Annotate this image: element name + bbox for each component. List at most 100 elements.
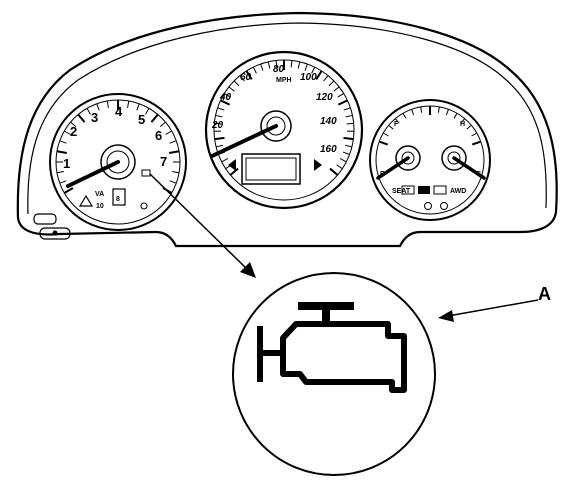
tach-number: 4 xyxy=(115,104,123,119)
magnified-view-circle xyxy=(232,272,436,476)
gauge-tick xyxy=(420,106,423,113)
gauge-tick xyxy=(239,75,245,82)
status-label: AWD xyxy=(450,188,466,195)
status-label: SEAT xyxy=(392,188,411,195)
gauge-tick xyxy=(136,103,140,111)
gauge-tick xyxy=(106,100,109,108)
tach-number: 7 xyxy=(160,154,167,169)
gauge-tick xyxy=(466,124,472,130)
gauge-tick xyxy=(150,113,159,123)
gauge-tick xyxy=(56,150,67,154)
speed-number: 40 xyxy=(219,92,232,103)
gauge-tick xyxy=(333,86,340,92)
speedometer-ticks xyxy=(214,60,354,176)
temp-label: H xyxy=(460,121,465,128)
gauge-tick xyxy=(214,136,225,141)
gauge-tick xyxy=(159,121,166,128)
gauge-tick xyxy=(96,103,100,111)
gauge-tick xyxy=(220,99,231,106)
gauge-tick xyxy=(337,99,348,106)
gauge-tick xyxy=(388,124,394,130)
odometer-display xyxy=(241,153,301,185)
gauge-tick xyxy=(311,66,316,74)
speed-number: 20 xyxy=(211,120,224,131)
gauge-tick xyxy=(221,158,229,163)
warning-triangle-icon xyxy=(78,194,94,207)
gauge-tick xyxy=(346,122,354,125)
callout-arrowhead xyxy=(438,310,454,322)
cluster-housing xyxy=(16,11,558,248)
tach-number: 1 xyxy=(63,156,70,171)
gauge-tick xyxy=(329,167,339,176)
fuel-temp-ticks xyxy=(378,106,482,146)
speed-unit: MPH xyxy=(276,77,292,84)
gauge-tick xyxy=(315,70,323,80)
gauge-tick xyxy=(169,150,180,154)
gauge-tick xyxy=(59,180,67,184)
gauge-tick xyxy=(345,114,353,118)
tach-number: 2 xyxy=(70,124,77,139)
gauge-tick xyxy=(453,112,458,119)
fuel-label: F xyxy=(394,121,399,128)
gauge-tick xyxy=(77,113,86,123)
gauge-tick xyxy=(339,158,347,163)
gauge-tick xyxy=(343,107,351,111)
gauge-tick xyxy=(214,122,222,125)
gauge-tick xyxy=(145,108,150,115)
tachometer: 1 2 3 4 5 6 7 VA 8 10 xyxy=(49,93,187,231)
speed-number: 60 xyxy=(240,72,252,83)
tach-number: 3 xyxy=(91,110,98,125)
gauge-tick xyxy=(304,63,308,71)
check-engine-icon xyxy=(257,302,407,393)
gauge-tick xyxy=(86,108,91,115)
gauge-tick xyxy=(260,63,264,71)
gauge-tick xyxy=(217,107,225,111)
callout-leader xyxy=(447,299,539,317)
gauge-tick xyxy=(229,167,239,176)
gauge-tick xyxy=(228,86,235,92)
gauge-tick xyxy=(169,140,177,144)
leader-line xyxy=(149,173,249,271)
speed-number: 120 xyxy=(316,92,333,103)
gauge-tick xyxy=(343,136,354,141)
tach-needle xyxy=(66,160,120,188)
gauge-tick xyxy=(345,144,353,148)
gauge-tick xyxy=(471,140,482,146)
turn-right-icon xyxy=(314,159,322,171)
tach-badge: 10 xyxy=(96,203,104,210)
gauge-tick xyxy=(252,66,257,74)
speedometer: 20 40 60 80 100 120 140 160 MPH xyxy=(204,50,364,210)
gauge-tick xyxy=(328,80,335,87)
gauge-tick xyxy=(59,140,67,144)
fuel-temp-gauge: F E H C SEAT AWD xyxy=(369,99,491,221)
cluster-inner-bezel xyxy=(27,22,547,215)
gauge-tick xyxy=(445,109,449,116)
gauge-tick xyxy=(471,132,478,137)
speed-number: 100 xyxy=(300,72,317,83)
gauge-tick xyxy=(336,164,343,170)
gauge-tick xyxy=(394,118,400,124)
callout-label: A xyxy=(538,284,551,304)
speed-needle xyxy=(210,124,278,158)
speed-number: 140 xyxy=(320,116,337,127)
gauge-tick xyxy=(64,130,71,135)
trip-button xyxy=(33,213,57,225)
gauge-tick xyxy=(275,60,278,68)
temp-needle xyxy=(452,156,486,180)
gauge-tick xyxy=(245,70,253,80)
gauge-tick xyxy=(215,114,223,118)
speed-number: 80 xyxy=(273,64,285,75)
gauge-tick xyxy=(63,187,74,194)
gauge-tick xyxy=(402,112,407,119)
gauge-tick xyxy=(169,180,177,184)
brightness-knob xyxy=(52,230,58,236)
gauge-tick xyxy=(56,171,64,174)
gauge-tick xyxy=(165,130,172,135)
gauge-tick xyxy=(215,144,223,148)
fuel-needle xyxy=(376,156,410,180)
gauge-tick xyxy=(337,92,344,98)
tach-badge: 8 xyxy=(116,196,120,203)
gauge-tick xyxy=(233,80,240,87)
